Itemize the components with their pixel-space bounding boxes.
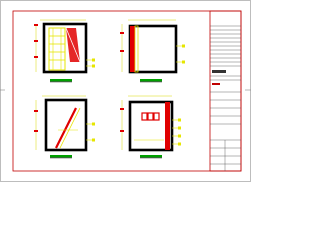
elevation-view-2 — [120, 19, 185, 83]
paper-border — [0, 0, 251, 182]
elevation-view-1 — [34, 19, 95, 83]
view-4-caption-bar — [140, 155, 162, 158]
view-3-caption-bar — [50, 155, 72, 158]
title-block — [209, 10, 242, 172]
elevation-view-4 — [120, 95, 181, 159]
view-1-caption-bar — [50, 79, 72, 82]
cad-drawing-sheet — [0, 0, 251, 182]
elevation-view-3 — [34, 95, 95, 159]
view-2-caption-bar — [140, 79, 162, 82]
